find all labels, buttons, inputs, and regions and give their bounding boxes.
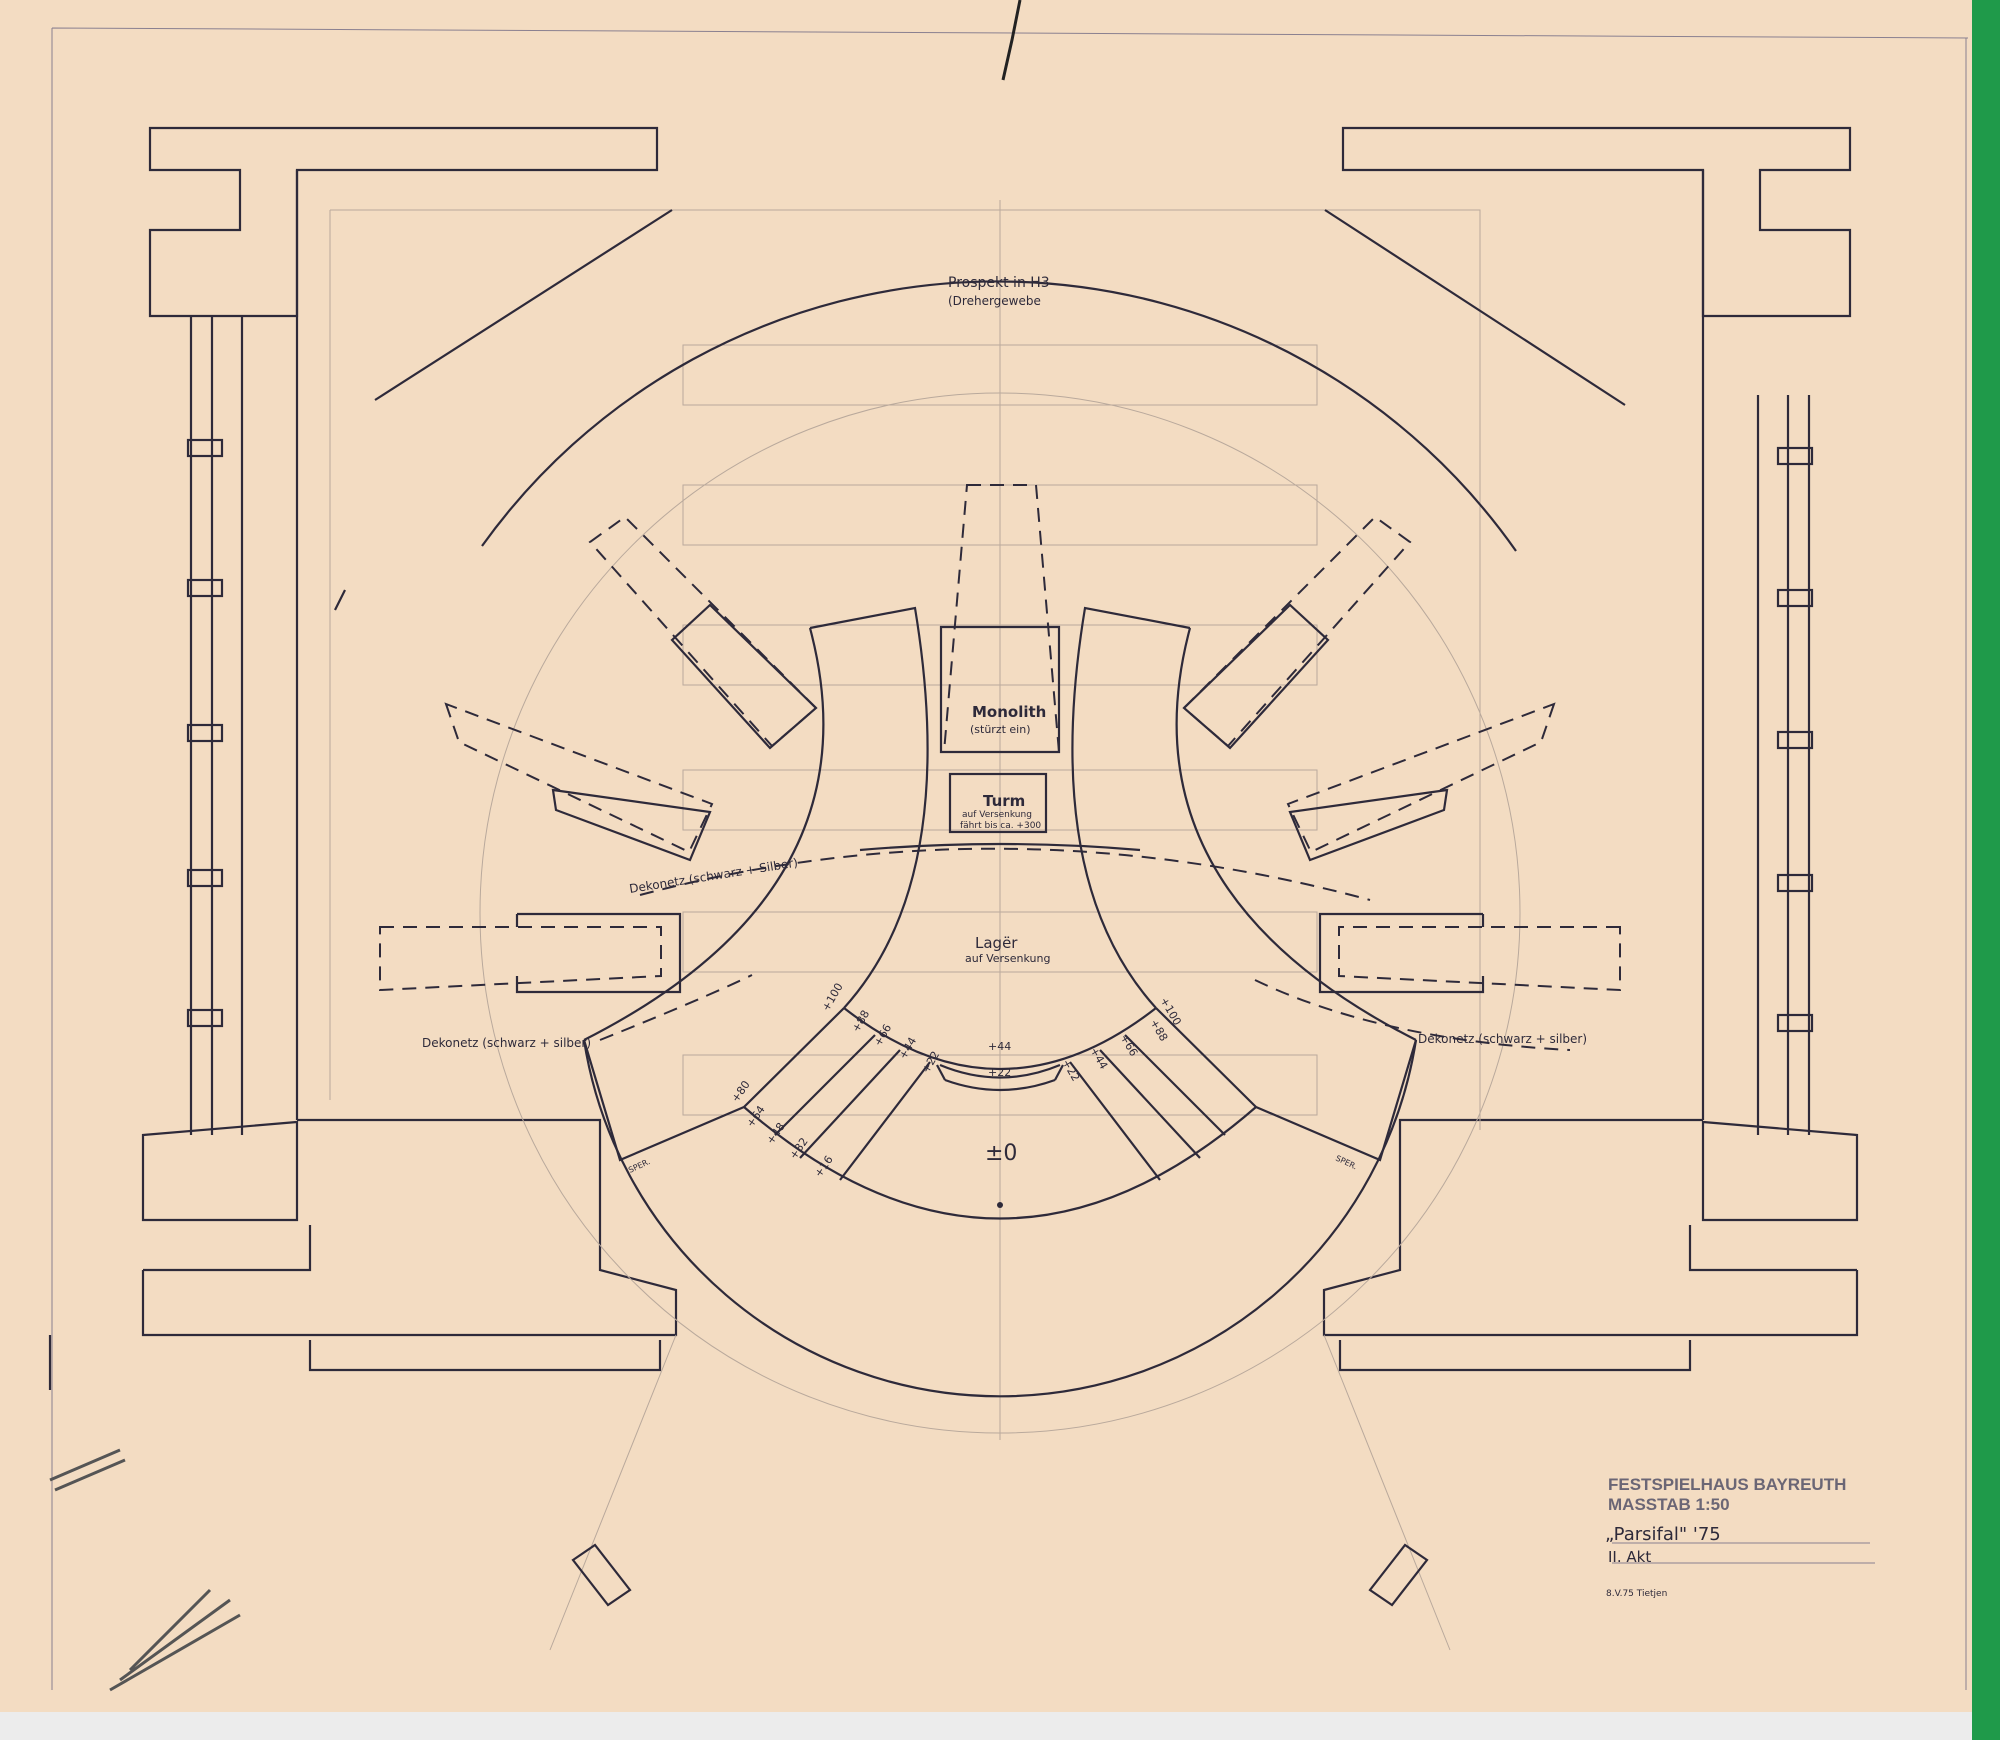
bottom-margin xyxy=(0,1712,1972,1740)
level-right-3: +44 xyxy=(1087,1045,1110,1072)
level-left-lower-1: +64 xyxy=(744,1103,768,1129)
level-center-upper: +44 xyxy=(988,1040,1011,1053)
turm-label: Turm xyxy=(983,792,1025,810)
dekonetz-left-label: Dekonetz (schwarz + silber) xyxy=(422,1036,591,1050)
title-underlines xyxy=(1612,1542,1875,1564)
level-left-lower-4: +16 xyxy=(812,1153,836,1179)
prospekt-note: (Drehergewebe xyxy=(948,294,1041,308)
wing-lines xyxy=(334,209,1626,611)
sightlines xyxy=(549,1334,1451,1651)
level-labels: +44 +22 +100 +88 +66 +44 +22 +80 +64 +48… xyxy=(729,981,1184,1180)
radial-platforms-left xyxy=(379,515,818,994)
level-left-1: +88 xyxy=(849,1008,872,1035)
level-center-lower: +22 xyxy=(988,1066,1011,1079)
paper-tear xyxy=(1001,0,1022,81)
date-signature: 8.V.75 Tietjen xyxy=(1606,1589,1667,1599)
faint-stage-grid xyxy=(329,209,1521,1434)
zero-level-label: ±0 xyxy=(985,1141,1017,1166)
prospekt-label: Prospekt in H3 xyxy=(948,275,1050,291)
level-right-1: +88 xyxy=(1147,1017,1170,1044)
turm-note-1: auf Versenkung xyxy=(962,810,1032,820)
monolith-note: (stürzt ein) xyxy=(970,723,1031,736)
sperr-left-label: SPER. xyxy=(627,1157,651,1175)
right-wall-structure xyxy=(1322,126,1859,1372)
monolith-base xyxy=(939,625,1061,754)
lamp-marks xyxy=(571,1543,1429,1607)
turm-note-2: fährt bis ca. +300 xyxy=(960,821,1041,831)
lager-label: Lagër xyxy=(975,934,1018,952)
dekonetz-upper-label: Dekonetz (schwarz + Silber) xyxy=(628,855,799,895)
dekonetz-left-line xyxy=(599,974,753,1041)
green-edge-strip xyxy=(1972,0,2000,1740)
sperr-right-label: SPER. xyxy=(1334,1154,1358,1172)
turm-box xyxy=(948,772,1048,834)
level-left-lower-2: +48 xyxy=(764,1120,788,1146)
production-title: „Parsifal" '75 xyxy=(1605,1524,1721,1545)
level-left-0: +100 xyxy=(819,981,845,1014)
curved-platform xyxy=(582,606,1418,1398)
dekonetz-upper-line xyxy=(639,847,1371,901)
pencil-scribbles xyxy=(49,1448,241,1692)
act-label: II. Akt xyxy=(1608,1548,1651,1566)
dekonetz-right-line xyxy=(1254,979,1571,1051)
level-left-2: +66 xyxy=(871,1022,894,1049)
level-left-3: +44 xyxy=(896,1035,919,1062)
radial-platforms-right xyxy=(1182,515,1621,994)
scale-label: MASSTAB 1:50 xyxy=(1608,1495,1730,1514)
title-block: FESTSPIELHAUS BAYREUTH MASSTAB 1:50 „Par… xyxy=(1605,1475,1846,1599)
dekonetz-right-label: Dekonetz (schwarz + silber) xyxy=(1418,1032,1587,1046)
monolith-outline xyxy=(942,484,1061,753)
sheet-border xyxy=(51,27,1969,1690)
prospekt-arc xyxy=(481,280,1517,552)
level-right-4: +22 xyxy=(1059,1057,1082,1084)
left-wall-structure xyxy=(48,126,678,1390)
level-left-lower-3: +32 xyxy=(787,1135,811,1161)
monolith-label: Monolith xyxy=(972,703,1046,721)
institution-label: FESTSPIELHAUS BAYREUTH xyxy=(1608,1475,1846,1494)
lager-note: auf Versenkung xyxy=(965,952,1050,965)
